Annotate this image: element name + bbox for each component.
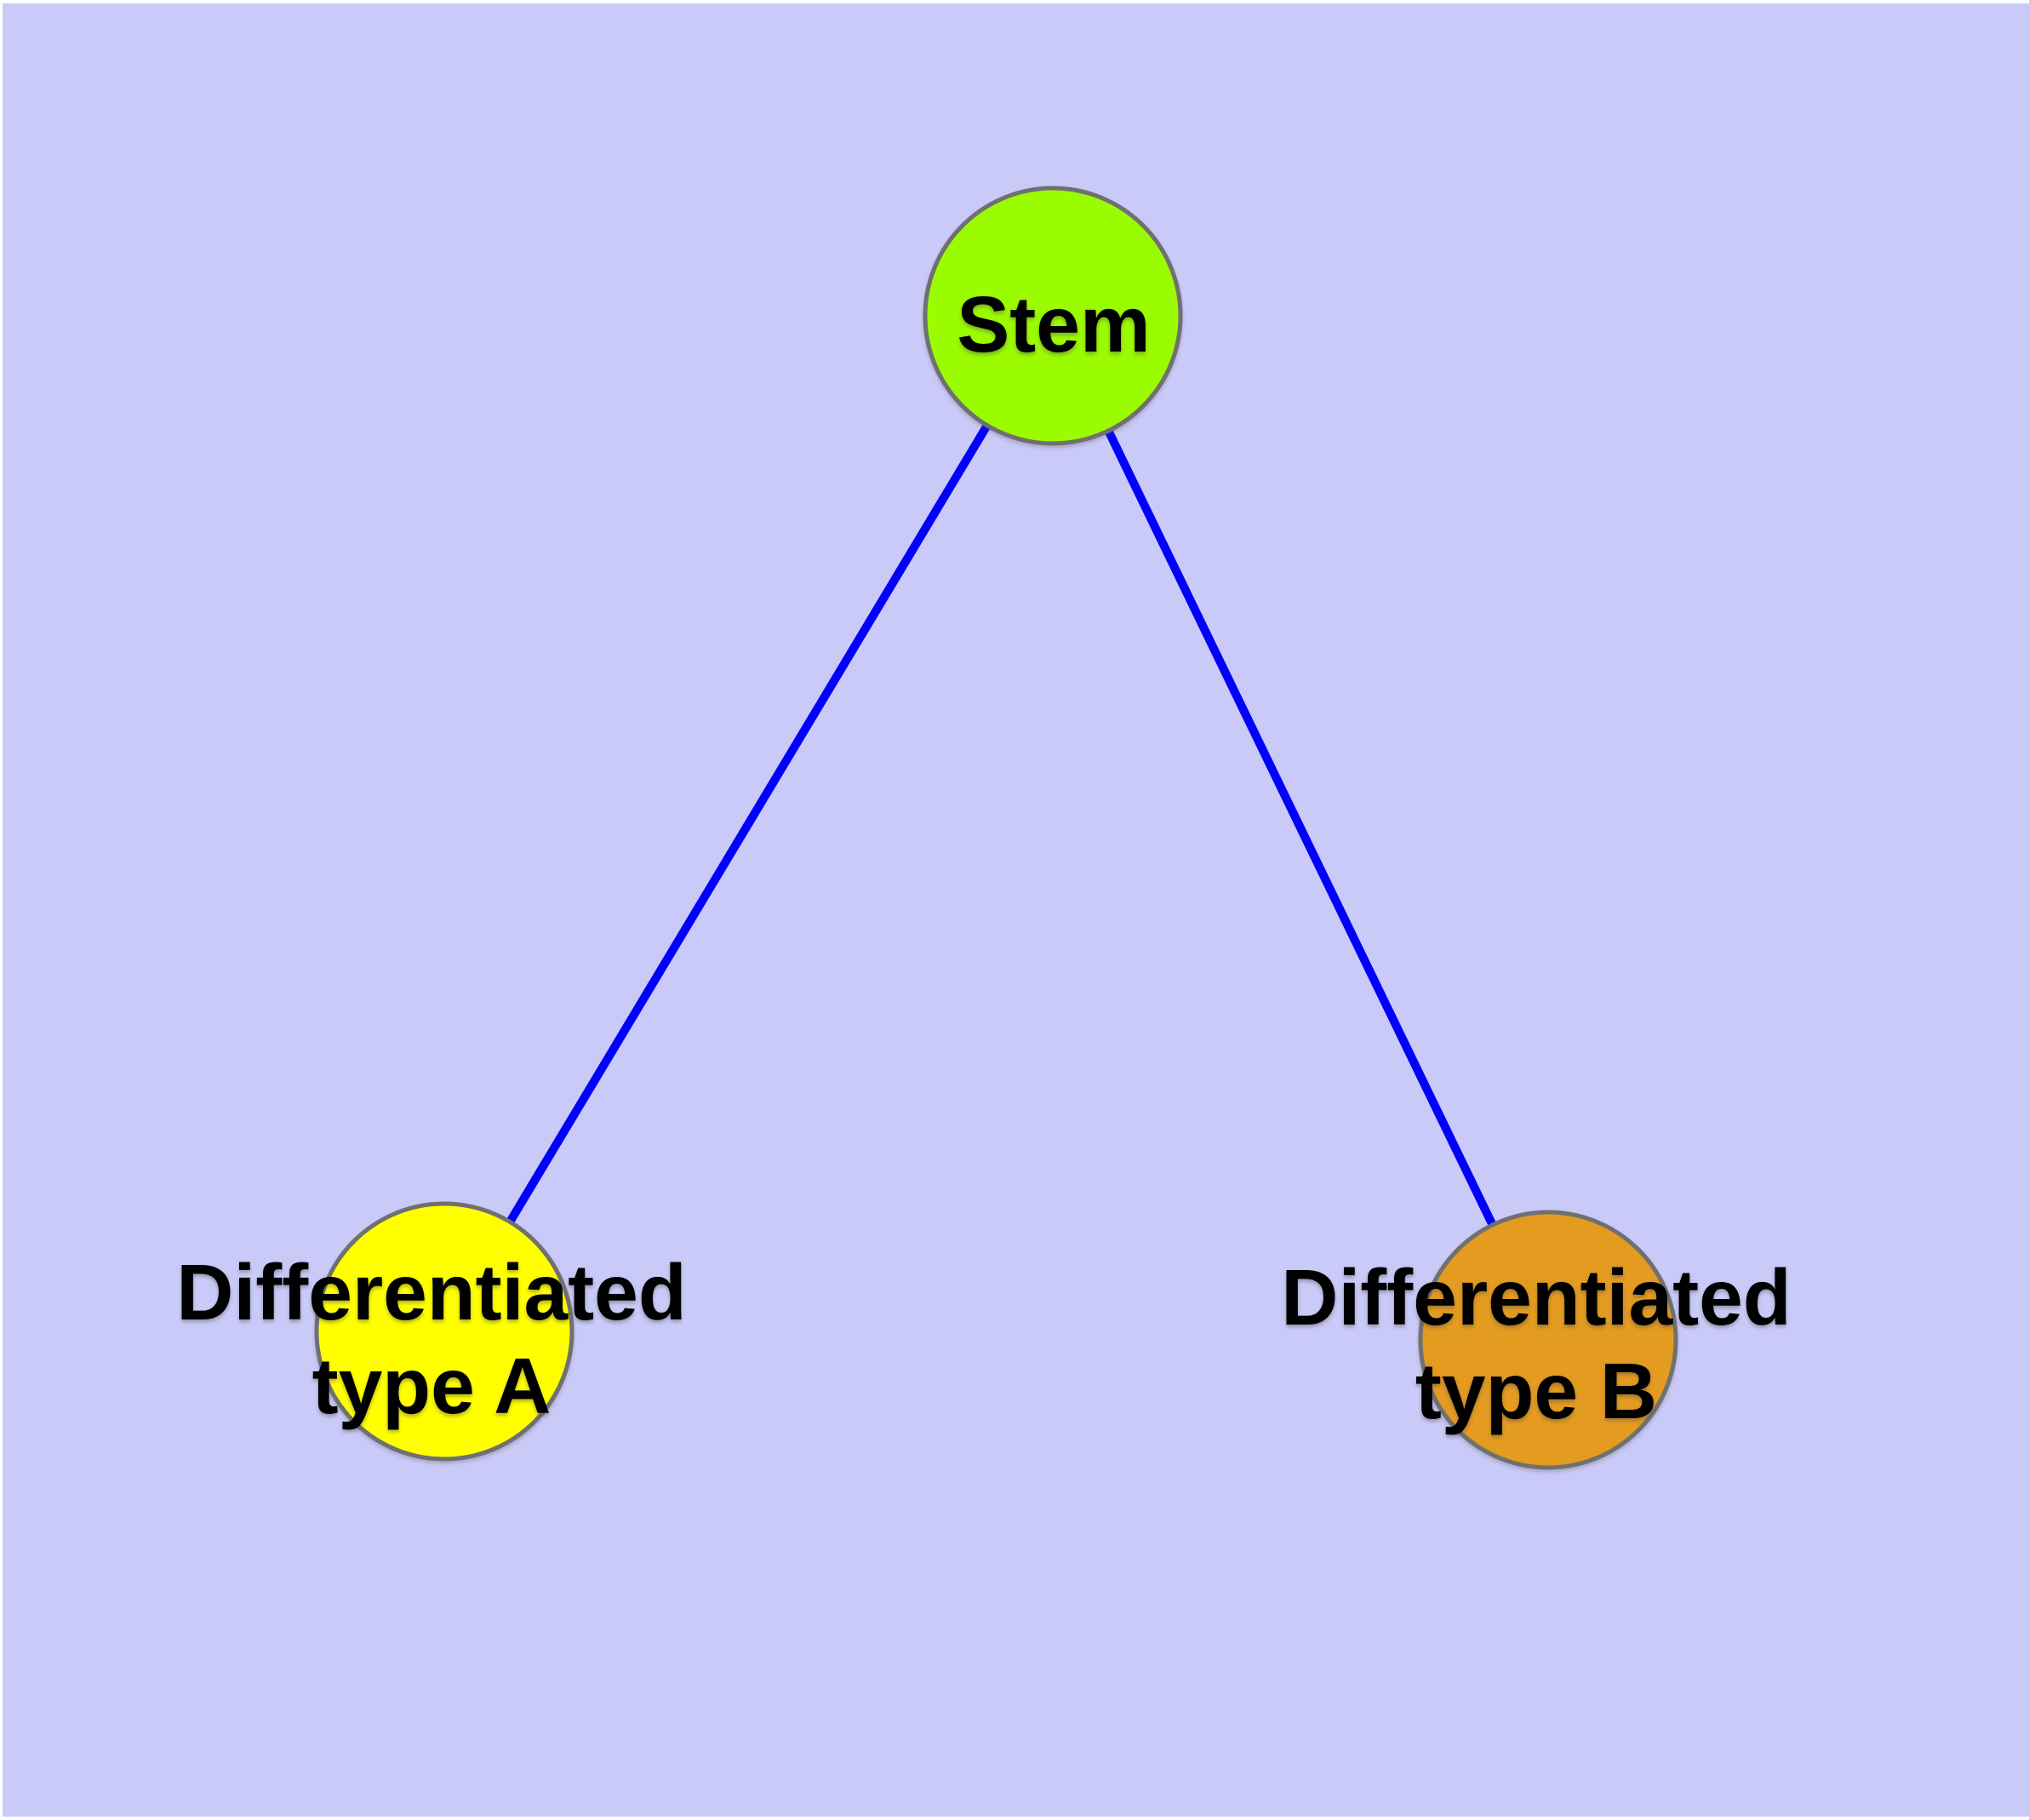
node-differentiated-type-a-circle xyxy=(314,1201,574,1462)
node-differentiated-type-a-label-line1: Differentiated xyxy=(176,1248,686,1336)
node-group: Stem Differentiated type A Differentiate… xyxy=(176,186,1792,1470)
node-stem: Stem xyxy=(923,186,1183,446)
node-stem-circle xyxy=(923,186,1183,446)
node-differentiated-type-b-label-line1: Differentiated xyxy=(1281,1253,1791,1342)
edge-stem-to-type-a xyxy=(440,313,1057,1334)
node-differentiated-type-b-circle xyxy=(1418,1210,1678,1470)
edge-stem-to-type-b xyxy=(1049,313,1552,1342)
edge-group xyxy=(440,313,1552,1342)
node-differentiated-type-a-label-line2: type A xyxy=(312,1342,552,1430)
node-differentiated-type-b-label-line2: type B xyxy=(1415,1347,1657,1435)
node-differentiated-type-a: Differentiated type A xyxy=(176,1201,687,1462)
node-stem-label: Stem xyxy=(957,280,1150,369)
node-differentiated-type-b: Differentiated type B xyxy=(1281,1210,1792,1470)
